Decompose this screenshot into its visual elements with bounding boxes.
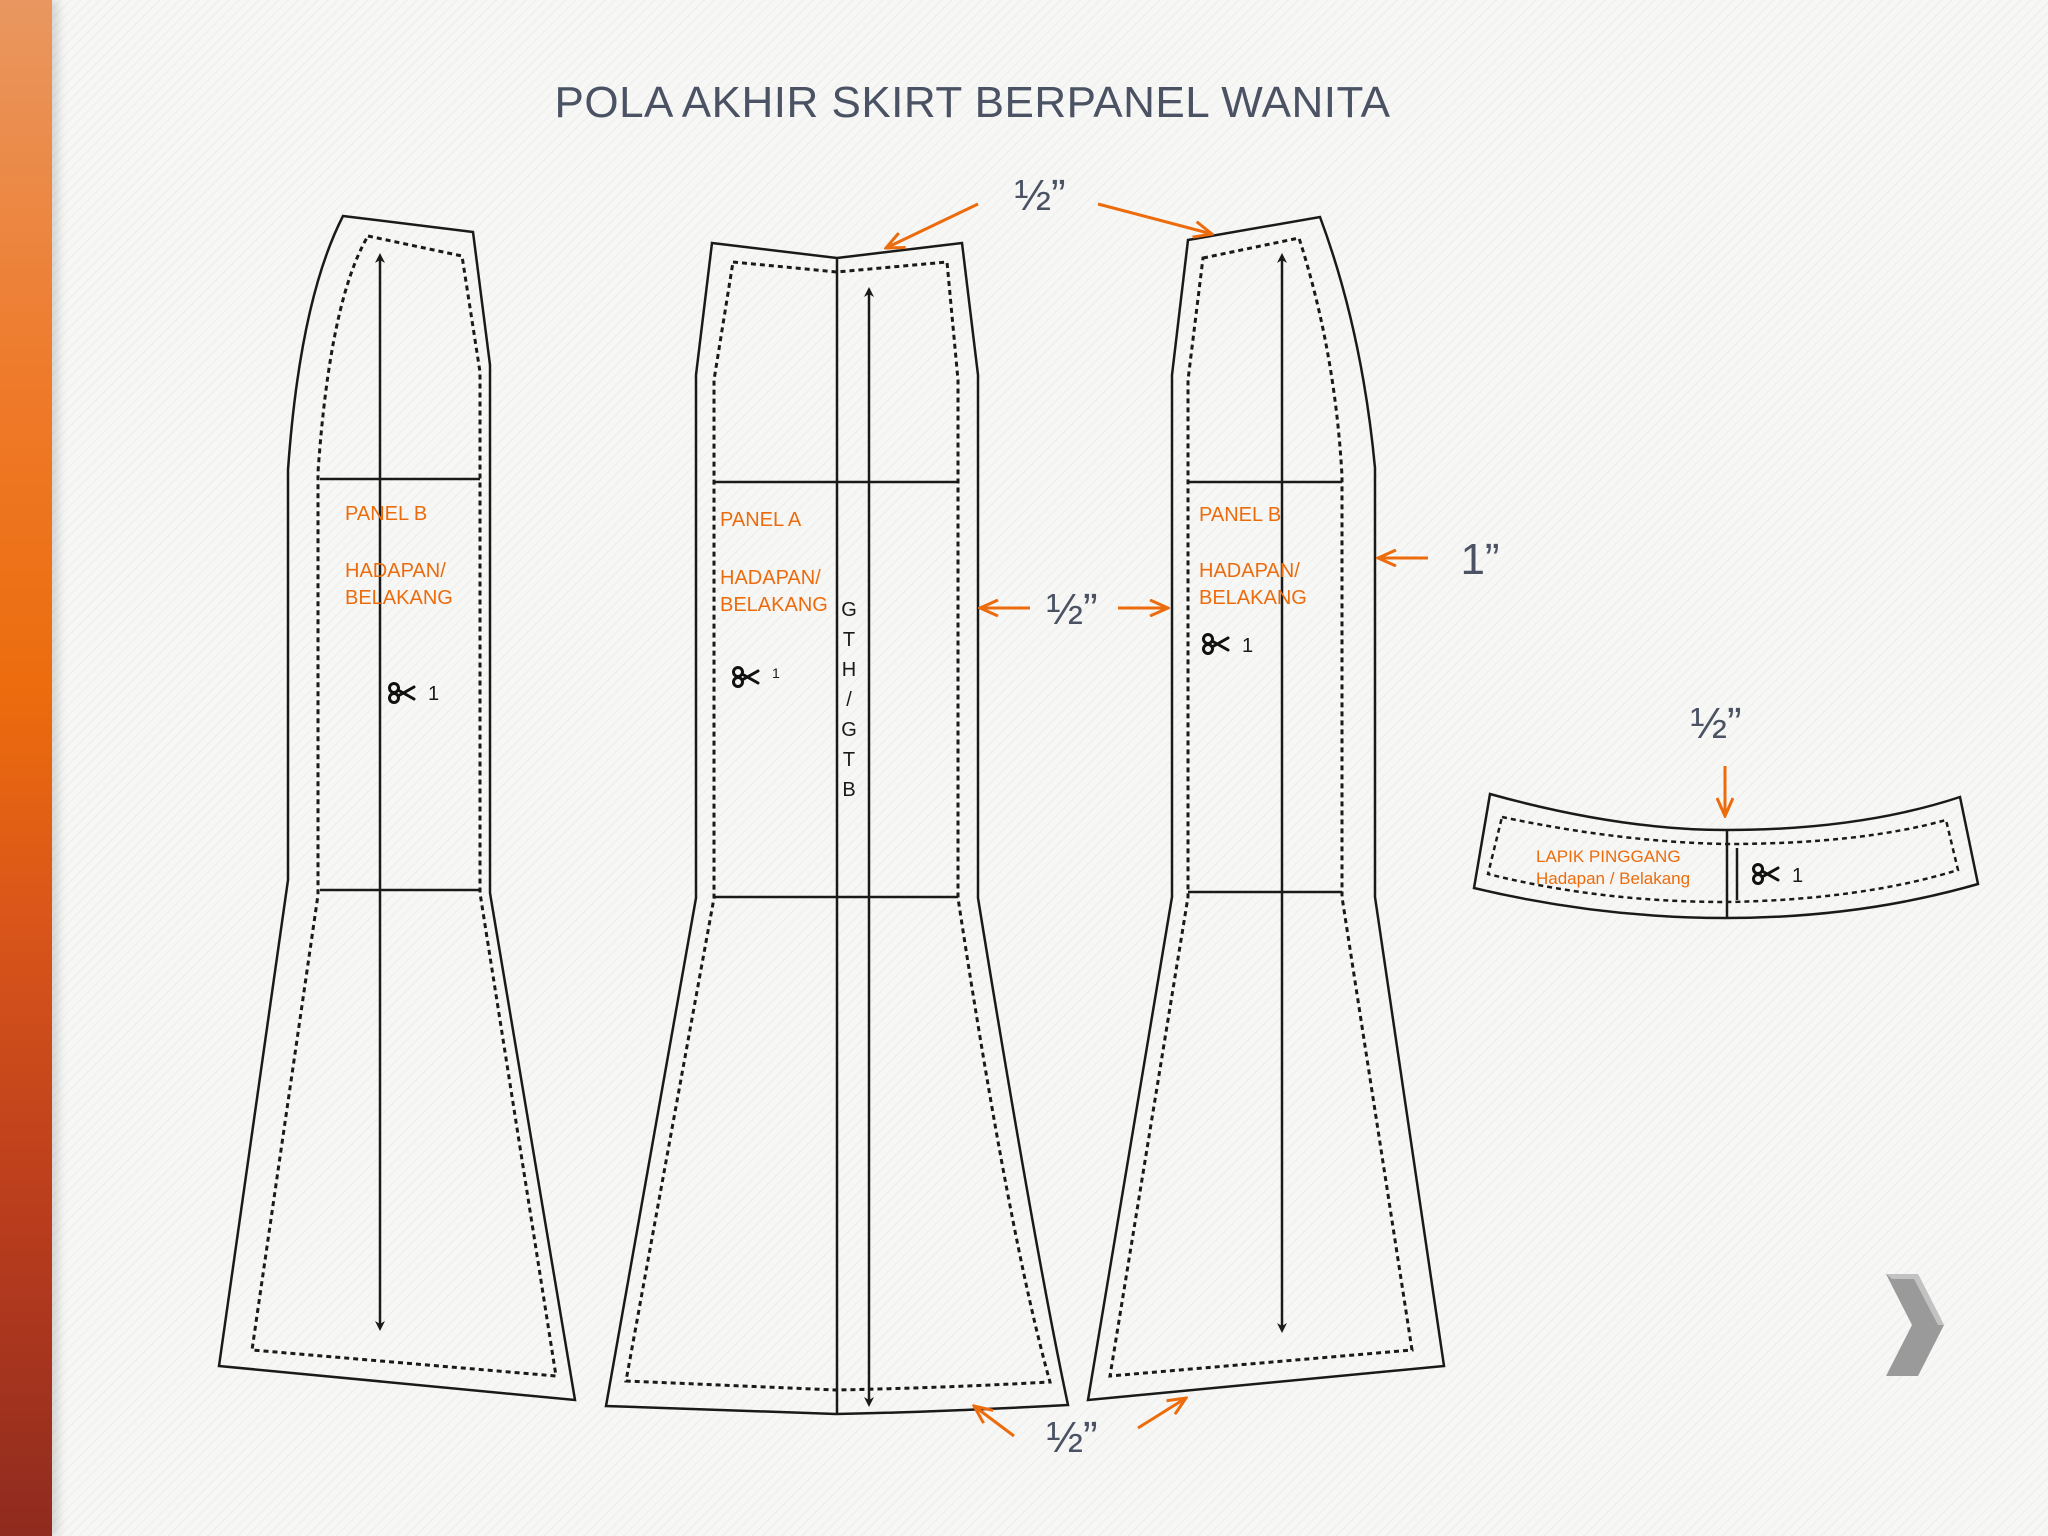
scissors-icon (1202, 633, 1230, 655)
grain-label: G T H / G T B (841, 599, 857, 801)
panel-b-left-side2: BELAKANG (345, 587, 453, 609)
panel-b-left-name: PANEL B (345, 503, 427, 525)
waistband-side: Hadapan / Belakang (1536, 869, 1690, 888)
panel-b-right: PANEL B HADAPAN/ BELAKANG 1 (1086, 215, 1446, 1402)
panel-a-name: PANEL A (720, 509, 802, 531)
chevron-right-icon (1886, 1274, 1944, 1376)
grain-label-char: H (842, 659, 856, 681)
page-title: POLA AKHIR SKIRT BERPANEL WANITA (554, 78, 1391, 127)
grain-label-char: G (841, 599, 857, 621)
side-seam-allowance-label: ½” (1046, 585, 1097, 634)
panel-b-left-outline (217, 214, 577, 1402)
panel-b-right-name: PANEL B (1199, 504, 1281, 526)
next-slide-button[interactable] (1880, 1270, 1950, 1380)
side-right-allowance-label: 1” (1460, 535, 1499, 584)
waistband-name: LAPIK PINGGANG (1536, 847, 1681, 866)
panel-a: PANEL A HADAPAN/ BELAKANG 1 G T H / G T … (604, 241, 1070, 1416)
panel-b-left-cut-count: 1 (428, 683, 439, 705)
panel-a-cut-count: 1 (772, 665, 780, 681)
panel-a-outline (604, 241, 1070, 1416)
grain-label-char: / (846, 689, 852, 711)
scissors-icon (1752, 863, 1780, 885)
grain-label-char: B (842, 779, 855, 801)
waistband: LAPIK PINGGANG Hadapan / Belakang 1 (1472, 792, 1980, 920)
panel-b-right-cut-count: 1 (1242, 635, 1253, 657)
panel-a-side2: BELAKANG (720, 594, 828, 616)
panel-b-right-outline (1086, 215, 1446, 1402)
grain-label-char: T (843, 629, 855, 651)
panel-b-right-seamline (1108, 236, 1414, 1378)
hem-left-arrow (974, 1406, 1015, 1438)
panel-a-side: HADAPAN/ (720, 567, 821, 589)
allowance-annotations: ½” ½” 1” ½” ½” (886, 171, 1742, 1462)
scissors-icon (732, 666, 760, 688)
waist-allowance-label: ½” (1014, 171, 1065, 220)
hem-allowance-label: ½” (1046, 1413, 1097, 1462)
waist-left-arrow (886, 202, 979, 248)
grain-label-char: G (841, 719, 857, 741)
panel-b-left: PANEL B HADAPAN/ BELAKANG 1 (217, 214, 577, 1402)
panel-b-left-side: HADAPAN/ (345, 560, 446, 582)
waistband-allowance-label: ½” (1690, 699, 1741, 748)
panel-b-right-side: HADAPAN/ (1199, 560, 1300, 582)
panel-b-right-side2: BELAKANG (1199, 587, 1307, 609)
waistband-cut-count: 1 (1792, 865, 1803, 887)
waist-right-arrow (1097, 202, 1212, 234)
panel-a-seamline (624, 260, 1052, 1392)
scissors-icon (388, 682, 416, 704)
waistband-outline (1472, 792, 1980, 920)
waistband-seamline (1486, 815, 1960, 904)
grain-label-char: T (843, 749, 855, 771)
side-accent-bar (0, 0, 52, 1536)
hem-right-arrow (1137, 1398, 1186, 1430)
panel-b-left-seamline (250, 234, 558, 1378)
